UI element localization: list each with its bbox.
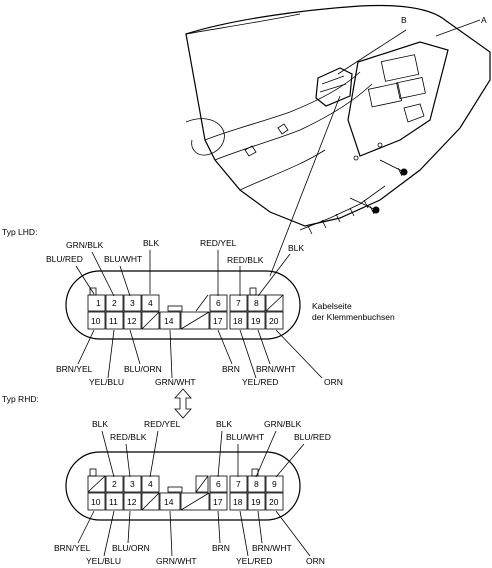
connector-pin-grid-top — [87, 287, 284, 312]
wire-label: BLU/WHT — [104, 254, 142, 264]
pin-2: 2 — [112, 298, 117, 308]
pin-10: 10 — [91, 316, 101, 326]
typ-rhd-section: Typ RHD: 2 3 4 6 7 8 9 — [2, 394, 331, 566]
wire-label: YEL/RED — [242, 377, 278, 387]
pin-3: 3 — [130, 298, 135, 308]
wire-label: RED/YEL — [200, 238, 237, 248]
side-note: der Klemmenbuchsen — [312, 312, 395, 322]
pin-8: 8 — [254, 298, 259, 308]
connector-pin-grid-top — [87, 468, 284, 493]
pin-14: 14 — [164, 316, 174, 326]
pin-8: 8 — [254, 479, 259, 489]
wire-label: RED/BLK — [110, 432, 147, 442]
pin-3: 3 — [130, 479, 135, 489]
pin-4: 4 — [148, 298, 153, 308]
pin-2: 2 — [112, 479, 117, 489]
pin-19: 19 — [251, 316, 261, 326]
pin-7: 7 — [236, 479, 241, 489]
pin-18: 18 — [233, 497, 243, 507]
wire-label: BLU/RED — [294, 432, 331, 442]
pin-11: 11 — [109, 497, 118, 507]
side-note: Kabelseite — [312, 301, 352, 311]
pin-1: 1 — [96, 298, 101, 308]
wire-label: RED/YEL — [144, 419, 181, 429]
connector-housing — [65, 451, 301, 521]
wire-label: ORN — [306, 556, 325, 566]
blank-cell — [195, 294, 209, 312]
pin-6: 6 — [216, 298, 221, 308]
wire-label: BRN — [222, 364, 240, 374]
door-panel-illustration: A B — [185, 4, 491, 277]
pin-20: 20 — [269, 497, 279, 507]
pin-14: 14 — [164, 497, 174, 507]
wire-label: BLU/ORN — [124, 364, 162, 374]
wire-label: BRN/YEL — [54, 543, 91, 553]
wire-label: BRN/YEL — [56, 364, 93, 374]
wire-label: BRN — [212, 543, 230, 553]
wire-label: BLU/ORN — [112, 543, 150, 553]
wire-label: GRN/WHT — [155, 377, 196, 387]
wire-label: BRN/WHT — [252, 543, 292, 553]
screw-icon — [379, 159, 408, 177]
pin-6: 6 — [216, 479, 221, 489]
wire-label: BLU/RED — [46, 254, 83, 264]
typ-lhd-title: Typ LHD: — [2, 227, 37, 237]
connector-pin-grid-bottom — [87, 492, 284, 511]
wire-label: YEL/RED — [236, 556, 272, 566]
pin-12: 12 — [127, 316, 137, 326]
callout-a: A — [481, 15, 487, 25]
wire-label: GRN/BLK — [66, 240, 104, 250]
wire-label: BLK — [143, 238, 159, 248]
leader-line-b — [337, 29, 407, 75]
wire-label: BLK — [288, 243, 304, 253]
connector-pin-grid-bottom — [87, 311, 284, 330]
pin-19: 19 — [251, 497, 261, 507]
pin-17: 17 — [213, 316, 223, 326]
leader-line-a — [435, 19, 481, 37]
pin-7: 7 — [236, 298, 241, 308]
wire-label: YEL/BLU — [89, 377, 124, 387]
wire-label: ORN — [324, 377, 343, 387]
wire-label: BRN/WHT — [256, 364, 296, 374]
wire-label: GRN/BLK — [264, 419, 302, 429]
leader-line-connector — [269, 95, 341, 277]
connector-housing — [65, 270, 301, 340]
wire-label: BLK — [92, 419, 108, 429]
wire-label: BLU/WHT — [226, 432, 264, 442]
pin-12: 12 — [127, 497, 137, 507]
pin-11: 11 — [109, 316, 118, 326]
pin-10: 10 — [91, 497, 101, 507]
wire-label: BLK — [216, 419, 232, 429]
double-arrow-icon — [174, 388, 192, 419]
blank-cell — [265, 294, 284, 312]
pin-20: 20 — [269, 316, 279, 326]
pin-4: 4 — [148, 479, 153, 489]
pin-17: 17 — [213, 497, 223, 507]
typ-rhd-title: Typ RHD: — [2, 394, 39, 404]
screw-icon — [349, 197, 380, 215]
wire-label: YEL/BLU — [86, 556, 121, 566]
wire-label: GRN/WHT — [156, 556, 197, 566]
typ-lhd-section: Typ LHD: 1 2 3 4 6 7 8 — [2, 227, 395, 387]
pin-9: 9 — [272, 479, 277, 489]
callout-b: B — [401, 15, 407, 25]
wire-label: RED/BLK — [227, 255, 264, 265]
pin-18: 18 — [233, 316, 243, 326]
